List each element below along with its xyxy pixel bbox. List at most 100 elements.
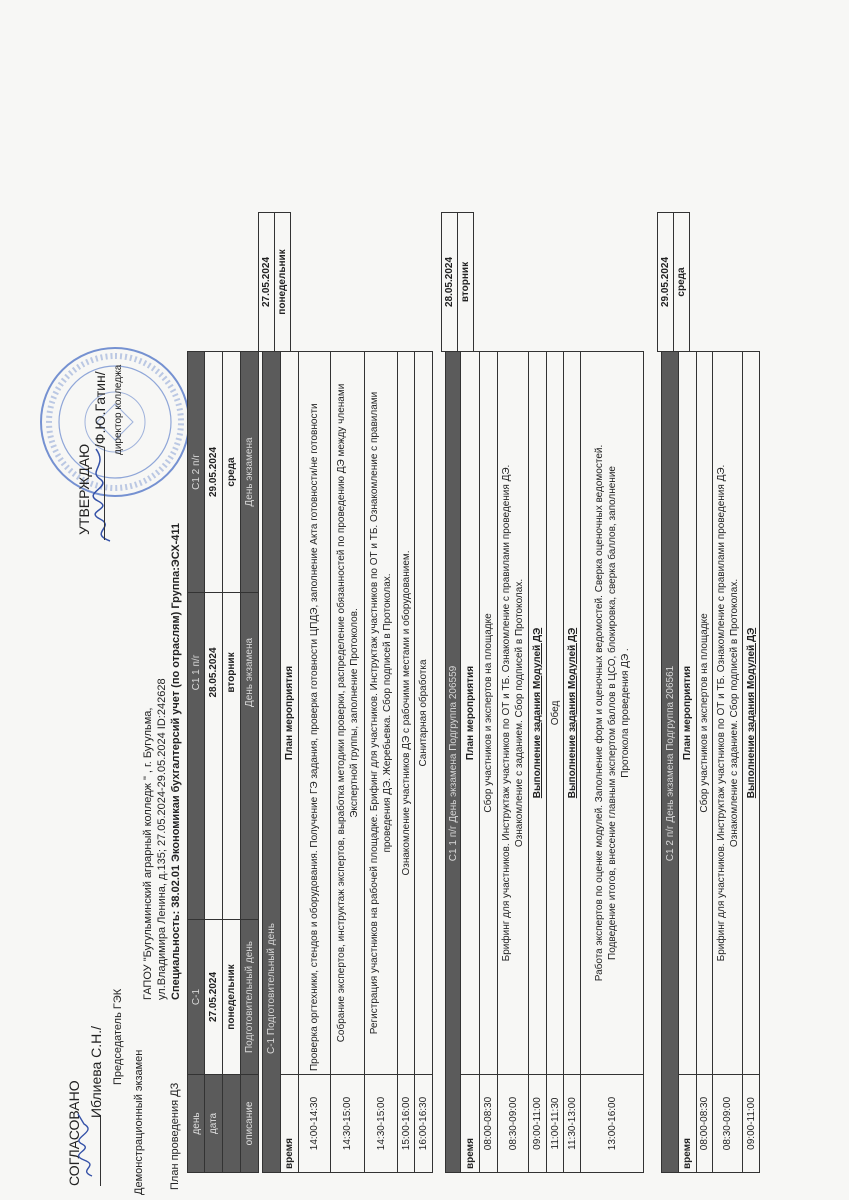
time-header: время <box>678 1074 697 1173</box>
time-cell: 16:00-16:30 <box>414 1074 433 1173</box>
plan-header: План мероприятия <box>280 351 299 1075</box>
section-weekday: среда <box>673 212 690 352</box>
plan-text-line: Работа экспертов по оценке модулей. Запо… <box>593 444 605 982</box>
plan-cell: Брифинг для участников. Инструктаж участ… <box>712 351 743 1075</box>
organization: ГАПОУ "Бугульминский аграрный колледж " … <box>142 707 154 1000</box>
summary-table: день С-1 С1 1 п/г С1 2 п/г дата 27.05.20… <box>187 351 259 1173</box>
time-cell: 14:00-14:30 <box>298 1074 331 1173</box>
plan-cell: Выполнение задания Модулей ДЭ <box>563 351 581 1075</box>
row-label: описание <box>240 1074 259 1173</box>
day-cell: С1 2 п/г <box>187 351 205 593</box>
plan-text-line: Обед <box>549 700 561 726</box>
date-cell: 28.05.2024 <box>204 592 223 920</box>
section-title-row: С-1 Подготовительный день <box>262 351 281 1173</box>
plan-cell: Обед <box>546 351 564 1075</box>
chair-signature <box>77 1113 93 1177</box>
plan-text-line: Санитарная обработка <box>418 659 429 767</box>
section-date: 29.05.2024 <box>657 212 674 352</box>
plan-text-line: Ознакомление с заданием. Сбор подписей в… <box>514 578 525 848</box>
day-cell: С1 1 п/г <box>187 592 205 920</box>
time-cell: 14:30-15:00 <box>330 1074 365 1173</box>
table-row: 08:00-08:30 Сбор участников и экспертов н… <box>696 351 713 1173</box>
row-label: дата <box>204 1074 223 1173</box>
time-cell: 13:00-16:00 <box>580 1074 644 1173</box>
plan-title: План проведения ДЗ <box>169 1082 181 1190</box>
plan-cell: Работа экспертов по оценке модулей. Запо… <box>580 351 644 1075</box>
plan-cell: Сбор участников и экспертов на площадке <box>696 351 713 1075</box>
table-row: 13:00-16:00 Работа экспертов по оценке мо… <box>580 351 644 1173</box>
plan-text-line: Проверка оргтехники, стендов и оборудова… <box>309 403 320 1071</box>
summary-row-date: дата 27.05.2024 28.05.2024 29.05.2024 <box>204 351 223 1173</box>
summary-row-day: день С-1 С1 1 п/г С1 2 п/г <box>187 351 205 1173</box>
summary-row-description: описание Подготовительный день День экза… <box>240 351 259 1173</box>
chair-role: Председатель ГЭК <box>112 988 124 1085</box>
description-cell: Подготовительный день <box>240 919 259 1075</box>
plan-text-line: Экспертной группы, заполнение Протоколов… <box>348 608 360 818</box>
plan-text-line: Брифинг для участников. Инструктаж участ… <box>715 464 727 962</box>
plan-text-line: Подведение итогов, внесение главным эксп… <box>606 466 618 960</box>
summary-row-weekday: понедельник вторник среда <box>222 351 241 1173</box>
plan-text-line: Сбор участников и экспертов на площадке <box>483 613 494 813</box>
table-row: 16:00-16:30 Санитарная обработка <box>414 351 433 1173</box>
time-cell: 08:30-09:00 <box>712 1074 743 1173</box>
row-label <box>222 1074 241 1173</box>
section-title-row: С1 2 п/г День экзамена Подгруппа 206561 <box>661 351 679 1173</box>
plan-text-line: Регистрация участников на рабочей площад… <box>369 391 380 1035</box>
plan-header: План мероприятия <box>460 351 480 1075</box>
plan-text-line: Ознакомление участников ДЭ с рабочими ме… <box>400 550 412 876</box>
chair-signature-line <box>100 1116 101 1186</box>
section-date: 28.05.2024 <box>441 212 458 352</box>
table-row: 14:30-15:00 Собрание экспертов, инструкта… <box>330 351 365 1173</box>
plan-cell: Ознакомление участников ДЭ с рабочими ме… <box>397 351 415 1075</box>
time-cell: 11:30-13:00 <box>563 1074 581 1173</box>
plan-text-line: Выполнение задания Модулей ДЭ <box>566 627 578 799</box>
description-cell: День экзамена <box>240 351 259 593</box>
time-cell: 09:00-11:00 <box>528 1074 547 1173</box>
section-weekday: понедельник <box>274 212 291 352</box>
plan-cell: Собрание экспертов, инструктаж экспертов… <box>330 351 365 1075</box>
director-signature <box>92 448 111 542</box>
plan-cell: Санитарная обработка <box>414 351 433 1075</box>
plan-text-line: Выполнение задания Модулей ДЭ <box>532 627 543 799</box>
time-cell: 08:00-08:30 <box>696 1074 713 1173</box>
director-name: /Ф.Ю.Гатин/ <box>92 371 108 448</box>
time-header: время <box>280 1074 299 1173</box>
plan-header: План мероприятия <box>678 351 697 1075</box>
plan-text-line: Протокола проведения ДЭ . <box>619 648 631 778</box>
plan-text-line: Сбор участников и экспертов на площадке <box>699 613 710 813</box>
plan-cell: Проверка оргтехники, стендов и оборудова… <box>298 351 331 1075</box>
section-title: С1 1 п/г День экзамена Подгруппа 206559 <box>445 351 461 1173</box>
time-cell: 11:00-11:30 <box>546 1074 564 1173</box>
plan-cell: Брифинг для участников. Инструктаж участ… <box>497 351 529 1075</box>
section-weekday: вторник <box>457 212 474 352</box>
section-date: 27.05.2024 <box>258 212 275 352</box>
table-row: 11:00-11:30 Обед <box>546 351 564 1173</box>
director-signature-line <box>104 448 105 540</box>
section-title: С-1 Подготовительный день <box>262 351 281 1173</box>
plan-cell: Выполнение задания Модулей ДЭ <box>528 351 547 1075</box>
weekday-cell: вторник <box>222 592 241 920</box>
chair-name: Иблиева С.Н./ <box>88 1025 104 1118</box>
table-row: 09:00-11:00 Выполнение задания Модулей ДЭ <box>528 351 547 1173</box>
plan-text-line: Собрание экспертов, инструктаж экспертов… <box>335 383 347 1043</box>
section-title-row: С1 1 п/г День экзамена Подгруппа 206559 <box>445 351 461 1173</box>
table-row: 14:00-14:30 Проверка оргтехники, стендов … <box>298 351 331 1173</box>
plan-text-line: Ознакомление с заданием. Сбор подписей в… <box>728 578 740 848</box>
director-role: директор колледжа <box>113 364 124 455</box>
time-cell: 09:00-11:00 <box>742 1074 760 1173</box>
plan-text-line: проведения ДЭ. Жеребьевка. Сбор подписей… <box>382 573 393 853</box>
exam-type: Демонстрационный экзамен <box>133 1049 145 1195</box>
